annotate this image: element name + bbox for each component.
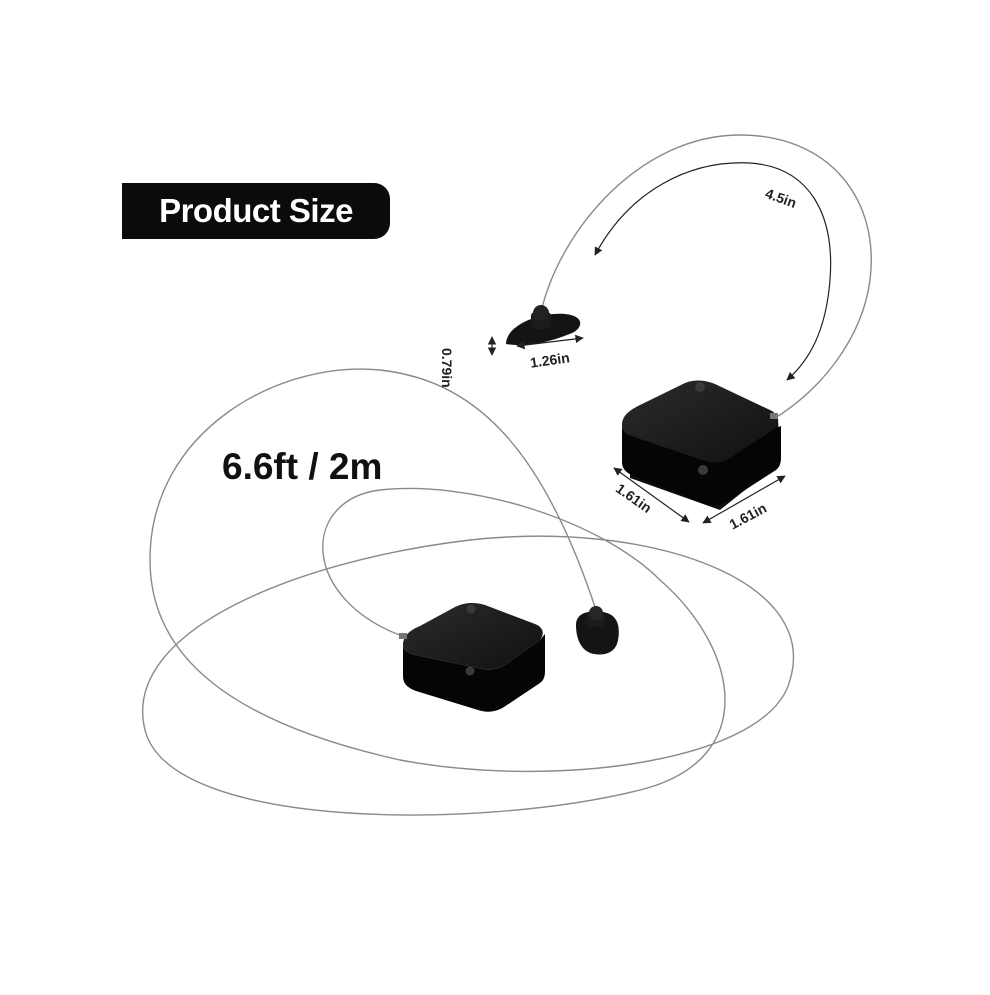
product-size-banner: Product Size [122,183,390,239]
reach-dimension-arrow [594,162,832,381]
retractor-box-bottom [399,602,545,712]
adhesive-pad-top [506,305,581,346]
coiled-cable [142,368,795,816]
pad-width-arrow [516,334,584,350]
retract-cable [540,134,872,419]
box-depth-arrow [613,467,690,523]
banner-title: Product Size [159,192,353,229]
cable-length-label: 6.6ft / 2m [222,446,383,487]
adhesive-pad-bottom [576,606,619,655]
box-width-arrow [702,475,786,524]
pad-height-label: 0.79in [439,348,455,388]
